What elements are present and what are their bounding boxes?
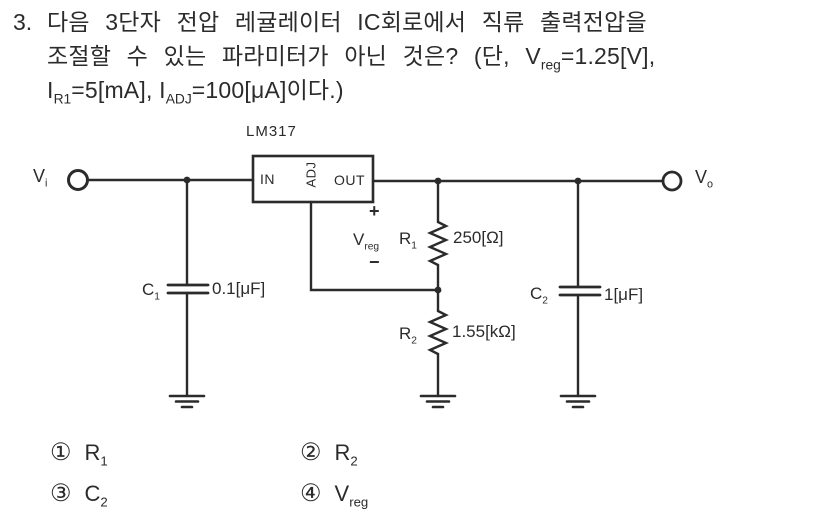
capacitor-c1-plates (166, 283, 210, 295)
option-3: ③ C2 (50, 479, 108, 508)
question-line-1: 다음 3단자 전압 레귤레이터 IC회로에서 직류 출력전압을 (47, 9, 647, 35)
r1-label: R1 (399, 229, 417, 252)
pin-out-label: OUT (334, 172, 366, 188)
junction-dot-c2-top (574, 177, 582, 185)
option-1-number: ① (50, 439, 72, 466)
option-2-number: ② (300, 439, 322, 466)
question-text: 다음 3단자 전압 레귤레이터 IC회로에서 직류 출력전압을 조절할 수 있는… (47, 5, 819, 107)
lm317-box (251, 154, 375, 204)
option-1-label: R1 (84, 440, 108, 469)
option-1: ① R1 (50, 438, 108, 467)
capacitor-c2-plates (558, 285, 602, 297)
c1-label: C1 (142, 280, 160, 303)
resistor-r2-zigzag (427, 309, 449, 356)
junction-dot-input (183, 176, 191, 184)
option-3-label: C2 (84, 481, 108, 510)
minus-sign: − (369, 252, 380, 272)
pin-adj-label: ADJ (303, 161, 319, 188)
option-4-label: Vreg (334, 481, 369, 510)
vreg-label: Vreg (353, 230, 380, 253)
question-block: 3. 다음 3단자 전압 레귤레이터 IC회로에서 직류 출력전압을 조절할 수… (13, 5, 819, 107)
c2-label: C2 (530, 284, 548, 307)
ground-symbol-c1 (168, 394, 206, 409)
wire-adj (309, 200, 440, 292)
plus-sign: + (369, 201, 380, 221)
option-2: ② R2 (300, 438, 358, 467)
option-3-number: ③ (50, 480, 72, 507)
pin-in-label: IN (260, 171, 275, 187)
junction-dot-r1-top (434, 177, 442, 185)
terminal-vi-circle (67, 169, 89, 191)
question-line-3: IR1=5[mA], IADJ=100[μA]이다.) (47, 77, 344, 107)
ground-symbol-c2 (559, 394, 597, 409)
ground-symbol-r2 (419, 394, 457, 409)
option-4-number: ④ (300, 480, 322, 507)
question-number: 3. (13, 9, 33, 35)
r2-label: R2 (399, 324, 417, 347)
ic-name-label: LM317 (246, 123, 297, 140)
r1-value: 250[Ω] (453, 228, 504, 247)
option-4: ④ Vreg (300, 479, 368, 508)
question-line-2: 조절할 수 있는 파라미터가 아닌 것은? (단, Vreg=1.25[V], (47, 43, 656, 73)
resistor-r1-zigzag (427, 220, 449, 267)
c2-value: 1[μF] (604, 285, 644, 304)
input-terminal-label: Vi (33, 166, 48, 190)
c1-value: 0.1[μF] (212, 279, 266, 298)
junction-dot-adj (434, 286, 442, 294)
output-terminal-label: Vo (695, 167, 714, 191)
option-2-label: R2 (334, 440, 358, 469)
r2-value: 1.55[kΩ] (452, 322, 516, 341)
terminal-vo-circle (661, 170, 683, 192)
